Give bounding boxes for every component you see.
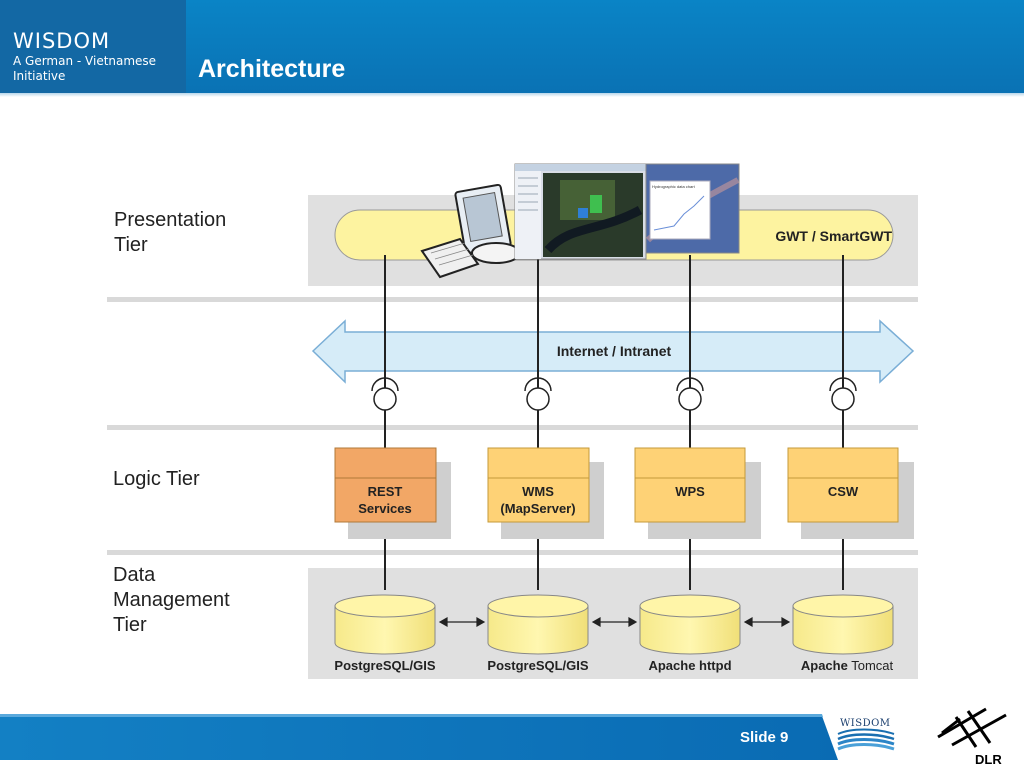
computer-icon [420, 183, 521, 279]
chart-screenshot: Hydrographic data chart [645, 163, 740, 254]
wms-service-line1: WMS [522, 484, 554, 499]
dlr-logo [937, 707, 1007, 748]
data-tier-label: Data Management Tier [113, 564, 230, 636]
database-label-4: Apache Tomcat [801, 658, 894, 673]
wisdom-footer-logo-text: WISDOM [840, 718, 891, 729]
wps-service-line1: WPS [675, 484, 705, 499]
replication-arrows [438, 616, 791, 628]
wms-service-line2: (MapServer) [500, 501, 575, 516]
slide-footer-band [0, 714, 838, 760]
csw-service-box: CSW [787, 447, 914, 539]
rest-service-line1: REST [368, 484, 403, 499]
slide-number: Slide 9 [740, 729, 789, 746]
header-shadow [0, 93, 1024, 97]
client-bar-label: GWT / SmartGWT [775, 228, 892, 244]
database-cylinder-4 [792, 594, 894, 655]
tier-separator [107, 550, 918, 555]
wms-service-box: WMS (MapServer) [487, 447, 604, 539]
brand-panel: WISDOM A German - Vietnamese Initiative [0, 0, 186, 93]
webgis-screenshot [514, 163, 647, 260]
slide-title: Architecture [198, 55, 346, 83]
logic-tier-label: Logic Tier [113, 468, 200, 490]
brand-name: WISDOM [13, 29, 111, 53]
database-label-1: PostgreSQL/GIS [334, 658, 435, 673]
wps-service-box: WPS [634, 447, 761, 539]
database-label-2: PostgreSQL/GIS [487, 658, 588, 673]
wisdom-footer-logo [837, 728, 895, 751]
dlr-logo-text: DLR [975, 752, 1002, 767]
tier-separator [107, 297, 918, 302]
connector-lines [384, 255, 844, 590]
database-label-3: Apache httpd [648, 658, 731, 673]
architecture-diagram: GWT / SmartGWT Internet / Intranet REST … [107, 163, 918, 679]
rest-service-line2: Services [358, 501, 412, 516]
network-arrow [311, 319, 915, 384]
slide-header: WISDOM A German - Vietnamese Initiative … [0, 0, 1024, 93]
network-label: Internet / Intranet [557, 343, 672, 359]
tier-separator [107, 425, 918, 430]
database-cylinder-3 [639, 594, 741, 655]
database-label-4-bold: Apache [801, 658, 848, 673]
database-cylinder-2 [487, 594, 589, 655]
presentation-tier-label: Presentation Tier [114, 209, 227, 256]
interface-sockets [371, 377, 857, 411]
database-label-4-normal: Tomcat [851, 658, 893, 673]
csw-service-line1: CSW [828, 484, 859, 499]
rest-service-box: REST Services [334, 447, 451, 539]
brand-subtitle: A German - Vietnamese Initiative [13, 54, 157, 83]
database-cylinder-1 [334, 594, 436, 655]
chart-screenshot-title: Hydrographic data chart [652, 184, 696, 189]
